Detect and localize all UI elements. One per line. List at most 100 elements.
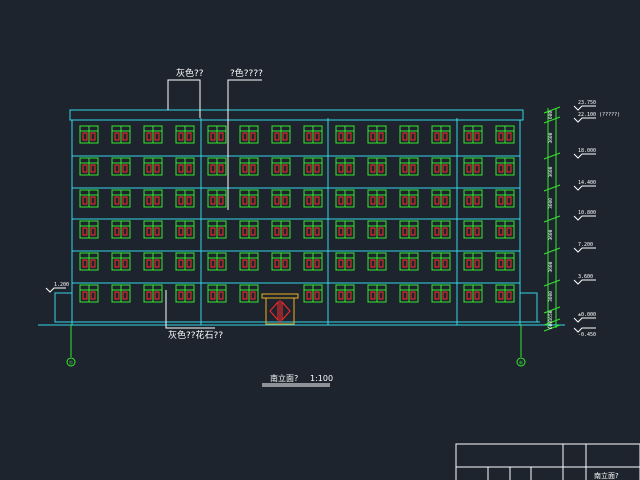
elev-level-3: 7.200: [578, 242, 593, 248]
elev-level-4: 10.800: [578, 210, 596, 216]
leader-lines: [165, 79, 262, 329]
window: [431, 252, 451, 271]
annotation-bottom: 灰色??花石??: [168, 329, 223, 341]
window-glass: [410, 164, 416, 173]
window-glass: [122, 227, 128, 236]
window-glass: [114, 291, 120, 300]
window-glass: [90, 291, 96, 300]
leader-top-left: [167, 79, 201, 118]
window: [399, 284, 419, 303]
window-glass: [346, 164, 352, 173]
window-glass: [474, 259, 480, 268]
window-glass: [250, 132, 256, 141]
dim-tick: [543, 106, 561, 114]
window: [175, 157, 195, 176]
window-glass: [210, 164, 216, 173]
elev-level-5: 14.400: [578, 180, 596, 186]
door-leaf-left: [269, 300, 279, 322]
window-glass: [274, 227, 280, 236]
window-glass: [122, 196, 128, 205]
window-glass: [434, 291, 440, 300]
window: [175, 125, 195, 144]
window: [207, 284, 227, 303]
window-glass: [338, 164, 344, 173]
dim-value: 3600: [548, 229, 554, 240]
level-marker: [573, 215, 596, 221]
dim-tick: [543, 318, 561, 326]
window: [79, 189, 99, 208]
window-glass: [154, 132, 160, 141]
window: [335, 157, 355, 176]
window-glass: [154, 259, 160, 268]
window: [111, 220, 131, 239]
window: [367, 284, 387, 303]
window-glass: [82, 132, 88, 141]
window-glass: [378, 164, 384, 173]
window: [463, 157, 483, 176]
window: [495, 284, 515, 303]
window-glass: [378, 259, 384, 268]
window-glass: [402, 196, 408, 205]
axis-label-left: ①: [69, 361, 74, 367]
window-glass: [466, 132, 472, 141]
left-step: [54, 292, 73, 323]
window: [239, 189, 259, 208]
window-glass: [410, 259, 416, 268]
window: [143, 252, 163, 271]
window-glass: [306, 259, 312, 268]
window-glass: [498, 259, 504, 268]
window: [335, 189, 355, 208]
window-glass: [306, 132, 312, 141]
window-glass: [122, 259, 128, 268]
window-glass: [442, 196, 448, 205]
window-glass: [186, 227, 192, 236]
window-glass: [506, 291, 512, 300]
window-glass: [178, 227, 184, 236]
window-glass: [498, 164, 504, 173]
window: [175, 284, 195, 303]
dim-value: 600: [548, 111, 554, 119]
dim-tick: [543, 324, 561, 332]
window: [207, 252, 227, 271]
axis-label-right: ⑥: [519, 361, 524, 367]
window: [399, 157, 419, 176]
window: [303, 220, 323, 239]
window: [303, 252, 323, 271]
window: [431, 125, 451, 144]
window-glass: [146, 164, 152, 173]
window-glass: [274, 259, 280, 268]
window: [111, 252, 131, 271]
window: [239, 220, 259, 239]
annotation-top-right: ?色????: [230, 67, 263, 79]
window-glass: [338, 196, 344, 205]
window-glass: [210, 227, 216, 236]
window-glass: [442, 227, 448, 236]
window-glass: [474, 132, 480, 141]
window-glass: [338, 291, 344, 300]
title-block: [455, 443, 640, 480]
window: [143, 125, 163, 144]
window: [111, 157, 131, 176]
window-glass: [402, 164, 408, 173]
window: [271, 125, 291, 144]
window: [111, 125, 131, 144]
window: [431, 220, 451, 239]
window-glass: [282, 227, 288, 236]
window-glass: [378, 132, 384, 141]
level-marker: [573, 279, 596, 285]
elevation-markers: 23.750 22.100 (?????) 18.000 14.400 10.8…: [45, 100, 620, 338]
level-marker: [573, 327, 596, 333]
window: [399, 220, 419, 239]
window-glass: [114, 227, 120, 236]
window: [239, 125, 259, 144]
window-glass: [314, 164, 320, 173]
dim-tick: [543, 247, 561, 255]
level-marker: [45, 287, 66, 293]
window-glass: [114, 164, 120, 173]
window: [143, 284, 163, 303]
window-glass: [402, 227, 408, 236]
window-glass: [370, 164, 376, 173]
window: [79, 125, 99, 144]
window-glass: [498, 291, 504, 300]
